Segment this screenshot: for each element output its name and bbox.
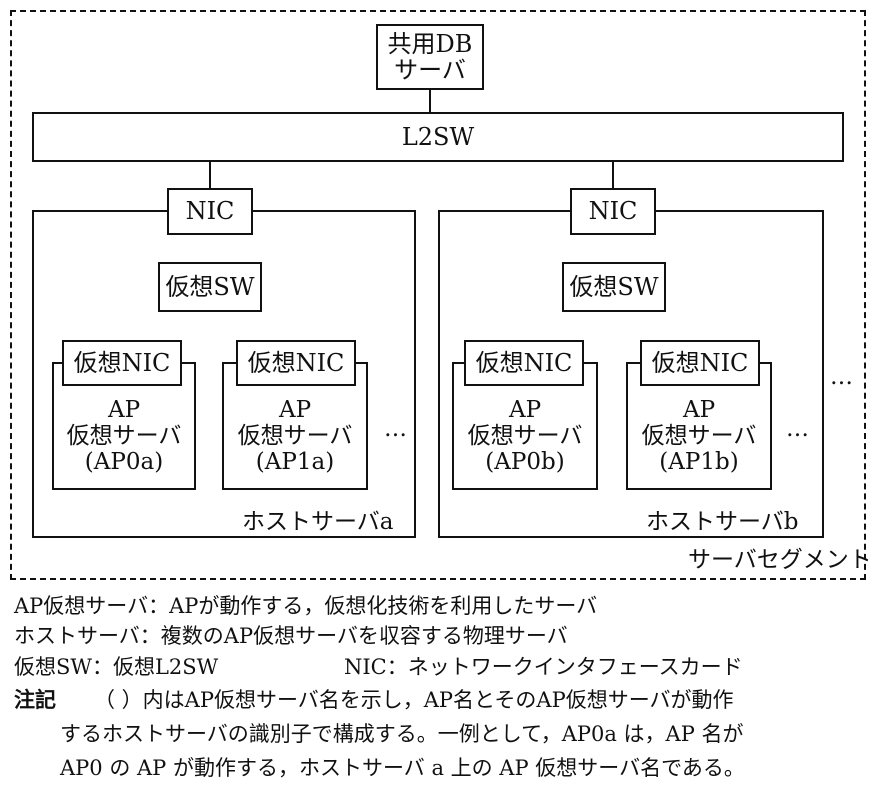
host-b-nic-label: NIC — [588, 197, 638, 226]
legend-virtual-sw: 仮想SW：仮想L2SW — [14, 655, 219, 679]
server-segment-label: サーバセグメント — [688, 547, 872, 573]
host-b-nic: NIC — [570, 188, 656, 235]
host-b-vm-2: AP 仮想サーバ (AP1b) — [626, 397, 772, 475]
l2sw-label: L2SW — [401, 122, 475, 151]
legend-ap-virtual-server: AP仮想サーバ：APが動作する，仮想化技術を利用したサーバ — [14, 594, 598, 618]
vm-role-label: 仮想サーバ — [641, 422, 757, 449]
host-server-a-label: ホストサーバa — [242, 509, 394, 535]
vm-role-label: 仮想サーバ — [66, 422, 182, 449]
vnic-label: 仮想NIC — [247, 348, 345, 377]
host-b-vsw-label: 仮想SW — [569, 272, 659, 301]
vm-name-label: (AP1b) — [659, 448, 739, 475]
host-a-vm-1: AP 仮想サーバ (AP0a) — [52, 397, 196, 475]
db-server-label-line2: サーバ — [394, 56, 466, 84]
vm-name-label: (AP0b) — [485, 448, 565, 475]
note-line-3: AP0 の AP が動作する，ホストサーバ a 上の AP 仮想サーバ名である。 — [60, 756, 745, 780]
note-label: 注記 — [14, 687, 56, 712]
host-server-b-label: ホストサーバb — [646, 509, 799, 535]
vm-role-label: 仮想サーバ — [237, 422, 353, 449]
vm-name-label: (AP0a) — [84, 448, 164, 475]
db-server-label-line1: 共用DB — [387, 29, 473, 58]
host-b-virtual-switch: 仮想SW — [562, 262, 666, 312]
host-a-nic: NIC — [167, 188, 253, 235]
legend-nic: NIC：ネットワークインタフェースカード — [344, 655, 743, 679]
vm-type-label: AP — [278, 397, 312, 423]
note-line-2: するホストサーバの識別子で構成する。一例として，AP0a は，AP 名が — [60, 722, 744, 746]
host-a-vsw-label: 仮想SW — [165, 272, 255, 301]
host-b-vnic-2: 仮想NIC — [640, 340, 760, 386]
note-line-1: （ ）内はAP仮想サーバ名を示し，AP名とそのAP仮想サーバが動作 — [94, 688, 734, 712]
vnic-label: 仮想NIC — [651, 348, 749, 377]
vm-type-label: AP — [682, 397, 716, 423]
shared-db-server: 共用DB サーバ — [376, 24, 484, 90]
host-a-nic-label: NIC — [185, 197, 235, 226]
vm-name-label: (AP1a) — [255, 448, 335, 475]
legend-host-server: ホストサーバ：複数のAP仮想サーバを収容する物理サーバ — [14, 624, 568, 648]
more-hosts-ellipsis: … — [830, 364, 853, 390]
vnic-label: 仮想NIC — [73, 348, 171, 377]
vm-role-label: 仮想サーバ — [467, 422, 583, 449]
vnic-label: 仮想NIC — [475, 348, 573, 377]
host-b-more-vms-ellipsis: … — [786, 416, 809, 442]
vm-type-label: AP — [107, 397, 141, 423]
server-segment-boundary — [10, 10, 866, 580]
host-a-virtual-switch: 仮想SW — [158, 262, 262, 312]
l2sw-bar: L2SW — [32, 112, 844, 162]
host-a-vnic-1: 仮想NIC — [62, 340, 182, 386]
vm-type-label: AP — [508, 397, 542, 423]
host-a-more-vms-ellipsis: … — [384, 416, 407, 442]
host-a-vm-2: AP 仮想サーバ (AP1a) — [222, 397, 368, 475]
host-a-vnic-2: 仮想NIC — [236, 340, 356, 386]
host-b-vm-1: AP 仮想サーバ (AP0b) — [452, 397, 598, 475]
host-b-vnic-1: 仮想NIC — [464, 340, 584, 386]
